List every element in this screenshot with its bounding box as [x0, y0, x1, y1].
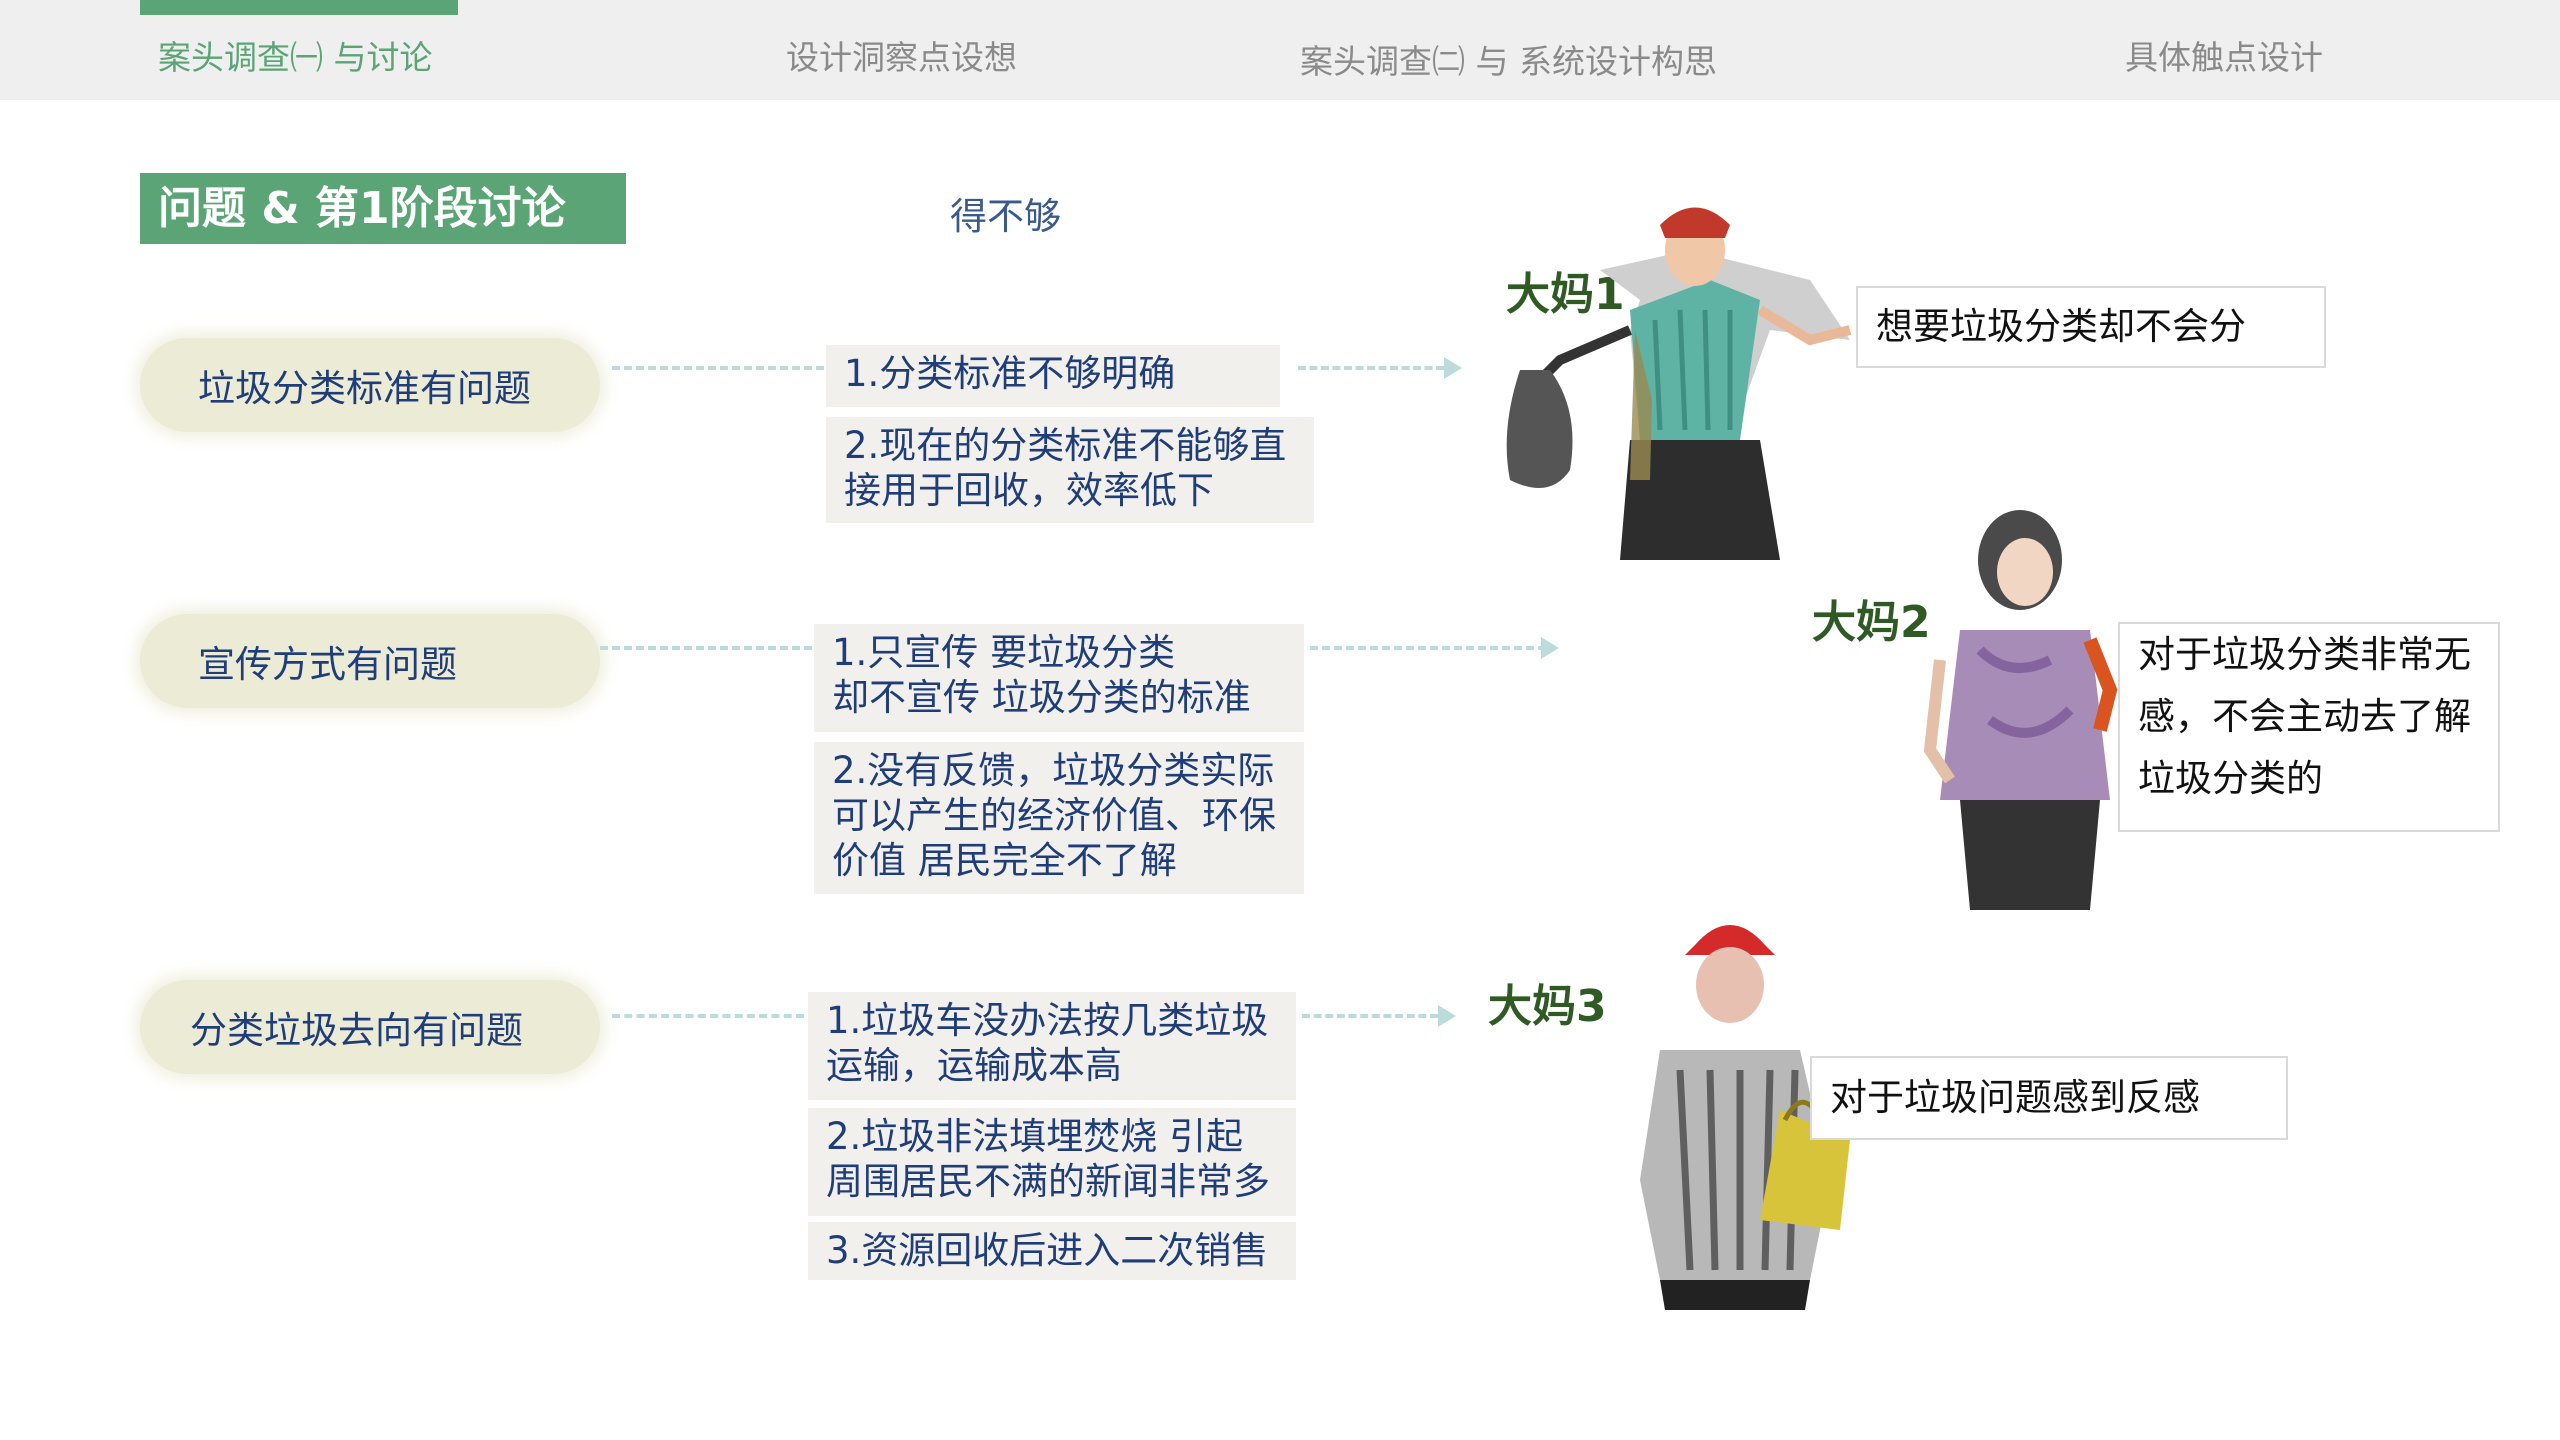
dashed-connector — [612, 1014, 804, 1018]
woman-standing-sketch-icon — [1923, 510, 2118, 910]
reason-box: 2.现在的分类标准不能够直 接用于回收，效率低下 — [826, 417, 1314, 523]
floating-note: 得不够 — [950, 195, 1061, 238]
persona-label: 大妈3 — [1488, 981, 1607, 1032]
arrow-head-icon — [1541, 637, 1559, 659]
reason-box: 3.资源回收后进入二次销售 — [808, 1222, 1296, 1280]
arrow-head-icon — [1438, 1005, 1456, 1027]
reason-box: 1.垃圾车没办法按几类垃圾 运输，运输成本高 — [808, 992, 1296, 1100]
top-navigation-bar — [0, 0, 2560, 100]
section-title: 问题 & 第1阶段讨论 — [140, 173, 626, 244]
dashed-arrow-line — [1298, 366, 1444, 370]
problem-label: 分类垃圾去向有问题 — [190, 1009, 523, 1052]
dashed-arrow-line — [1302, 1014, 1438, 1018]
tab-touchpoint-design[interactable]: 具体触点设计 — [2125, 38, 2323, 77]
active-tab-indicator — [140, 0, 458, 15]
reason-box: 1.只宣传 要垃圾分类 却不宣传 垃圾分类的标准 — [814, 624, 1304, 732]
tab-desk-research-2[interactable]: 案头调查㈡ 与 系统设计构思 — [1300, 42, 1717, 81]
persona-quote: 对于垃圾问题感到反感 — [1810, 1056, 2288, 1140]
persona-quote: 想要垃圾分类却不会分 — [1856, 286, 2326, 368]
persona-label: 大妈1 — [1506, 269, 1625, 320]
reason-box: 2.垃圾非法填埋焚烧 引起 周围居民不满的新闻非常多 — [808, 1108, 1296, 1216]
problem-blob-2: 宣传方式有问题 — [140, 614, 600, 708]
dashed-connector — [612, 366, 824, 370]
tab-desk-research-1[interactable]: 案头调查㈠ 与讨论 — [158, 38, 433, 77]
tab-design-insight[interactable]: 设计洞察点设想 — [786, 38, 1017, 77]
problem-blob-1: 垃圾分类标准有问题 — [140, 338, 600, 432]
reason-box: 1.分类标准不够明确 — [826, 345, 1280, 407]
reason-box: 2.没有反馈，垃圾分类实际 可以产生的经济价值、环保 价值 居民完全不了解 — [814, 742, 1304, 894]
dashed-connector — [600, 646, 812, 650]
arrow-head-icon — [1444, 357, 1462, 379]
woman-with-trash-bag-sketch-icon — [1506, 207, 1852, 560]
persona-label: 大妈2 — [1812, 597, 1931, 648]
problem-label: 宣传方式有问题 — [198, 643, 457, 686]
problem-label: 垃圾分类标准有问题 — [198, 367, 531, 410]
dashed-arrow-line — [1310, 646, 1546, 650]
problem-blob-3: 分类垃圾去向有问题 — [140, 980, 600, 1074]
persona-quote: 对于垃圾分类非常无 感，不会主动去了解 垃圾分类的 — [2118, 622, 2500, 832]
woman-with-red-cap-sketch-icon — [1640, 925, 1850, 1310]
